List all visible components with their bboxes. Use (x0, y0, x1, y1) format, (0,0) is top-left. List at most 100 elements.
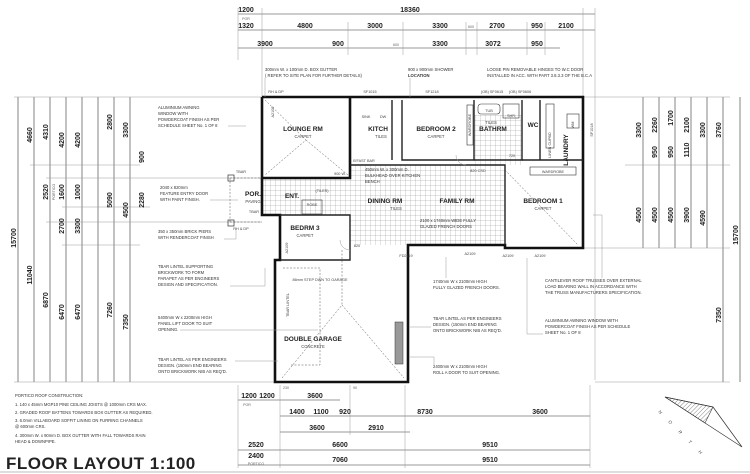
dim: 18360 (400, 7, 420, 14)
dim: 4500 (668, 207, 675, 223)
dim: 4200 (59, 132, 66, 148)
dim: 3300 (432, 41, 448, 48)
room-laundry: LAUNDRY (563, 134, 570, 166)
callout: ONTO BRICKWORK NIB AS REQ'D. (433, 328, 502, 333)
callout: 1740mm W x 2100mm HIGH (433, 279, 487, 284)
room-finish: TILES (375, 134, 387, 139)
dim: 3600 (307, 393, 323, 400)
callout: THE TRUSS MANUFACTURERS SPECIFICATION. (545, 290, 642, 295)
dim: 3600 (309, 425, 325, 432)
dim: 1600 (59, 184, 66, 200)
dim: 4660 (27, 127, 34, 143)
label: WARDROBE (542, 170, 565, 174)
dim: 2700 (489, 23, 505, 30)
room-finish: CARPET (297, 233, 314, 238)
room-bathroom: BATHRM (479, 126, 507, 133)
label: (OB) SF0615 (481, 90, 503, 94)
dim: 15700 (733, 225, 740, 245)
callout: POWDERCOAT FINISH AS PER SCHEDULE (545, 324, 630, 329)
room-finish: CARPET (428, 134, 445, 139)
dim: 6470 (75, 304, 82, 320)
callout: LOAD BEARING WALL IN ACCORDANCE WITH (545, 284, 637, 289)
callout: 2400mm W x 2100mm HIGH (433, 364, 487, 369)
callout: FEATURE ENTRY DOOR (160, 191, 208, 196)
dim: 1200 (259, 393, 275, 400)
dim: 7260 (107, 302, 114, 318)
bottom-dimensions: 1200 1200 3600 POR 1400 1100 920 8730 36… (241, 386, 548, 466)
dim: 920 (339, 409, 351, 416)
room-finish: PAVING (245, 199, 260, 204)
dim: 1200 (241, 393, 257, 400)
room-finish: CONCRETE (301, 344, 325, 349)
dim: 4800 (297, 23, 313, 30)
note-item: HEAD & DOWNPIPE. (15, 439, 56, 444)
dim: 6470 (59, 304, 66, 320)
label: 450mm W. x 300mm D. (365, 167, 409, 172)
room-labels: LOUNGE RM CARPET KITCH TILES BEDROOM 2 C… (245, 120, 570, 349)
dim: 4500 (636, 207, 643, 223)
note-item: 3. 6.0mm VILLABOARD SOFFIT LINING ON FUR… (15, 418, 143, 423)
callout: CANTILEVER ROOF TRUSSES OVER EXTERNAL (545, 278, 642, 283)
dim: 8730 (417, 409, 433, 416)
dim: 600 (393, 43, 399, 47)
room-family: FAMILY RM (439, 198, 474, 205)
dim: 2260 (652, 117, 659, 133)
label: SHR (507, 114, 515, 118)
room-lounge: LOUNGE RM (283, 126, 323, 133)
north-arrow-icon: N O R T H (657, 396, 743, 456)
label: TBAR (236, 170, 246, 174)
label: RH & DP (268, 90, 284, 94)
callout: ALUMINIUM AWNING WINDOW WITH (545, 318, 618, 323)
callout: ROLL A DOOR TO SUIT OPENING. (433, 370, 500, 375)
label: 820 CSD (470, 169, 486, 173)
label: BENCH (365, 179, 380, 184)
label: SF1218 (425, 90, 438, 94)
callout: FULLY GLAZED FRENCH DOORS. (433, 285, 500, 290)
room-finish: CARPET (295, 134, 312, 139)
callout: 2040 x 820mm (160, 185, 188, 190)
dim: 7350 (123, 314, 130, 330)
dim: 4200 (75, 132, 82, 148)
plan-labels: (TILES) ROBE WARDROBE WARDROBE B'FAST BA… (233, 90, 594, 317)
building (227, 95, 585, 384)
dim: 3600 (532, 409, 548, 416)
dim-label: PORTICO (52, 184, 56, 201)
callout: WITH PAINT FINISH. (160, 197, 200, 202)
dim: 3300 (700, 122, 707, 138)
dim: 3300 (75, 218, 82, 234)
callout: BRICKWORK TO FORM (158, 270, 205, 275)
room-entry: ENT. (285, 193, 299, 200)
dim: 4310 (43, 124, 50, 140)
compass-letter: O (667, 419, 673, 425)
label: A2109 (535, 254, 546, 258)
label: FD2119 (399, 254, 412, 258)
dim: 2910 (368, 425, 384, 432)
callout: PANEL LIFT DOOR TO SUIT (158, 321, 213, 326)
label: WM (571, 122, 575, 129)
label: (OB) SF0606 (509, 90, 531, 94)
left-dimensions: 15700 4660 11040 4310 2520 PORTICO 6870 … (11, 114, 146, 330)
dim: 90 (353, 386, 357, 390)
dim: 7350 (716, 307, 723, 323)
label: 2100 x 1740mm WIDE FULLY (420, 218, 476, 223)
callout: SCHEDULE SHEET No. 1 OF 8 (158, 123, 218, 128)
callout: TBAR LINTEL SUPPORTING (158, 264, 213, 269)
label: TBAR (249, 210, 259, 214)
top-dimensions: 1200 18360 POR 1320 4800 3000 3300 600 2… (238, 7, 574, 48)
room-porch: POR. (245, 191, 261, 198)
dim: 1400 (289, 409, 305, 416)
label: (TILES) (315, 189, 329, 193)
callout: 900 x 900mm SHOWER (408, 67, 453, 72)
callout: 300mm W. x 100mm D. BOX GUTTER (265, 67, 337, 72)
callout: ONTO BRICKWORK NIB AS REQ'D. (158, 369, 227, 374)
note-item: 4. 300mm W. x 90mm D. BOX GUTTER WITH FA… (15, 433, 146, 438)
label: DW (380, 115, 387, 119)
label: RH & DP (233, 227, 249, 231)
dim: 1000 (75, 184, 82, 200)
room-bedroom-1: BEDROOM 1 (523, 198, 563, 205)
label: B'FAST BAR (353, 159, 375, 163)
dim: 2100 (558, 23, 574, 30)
dim: 6870 (43, 292, 50, 308)
label: 820 (354, 244, 360, 248)
compass-letter: R (677, 429, 683, 435)
